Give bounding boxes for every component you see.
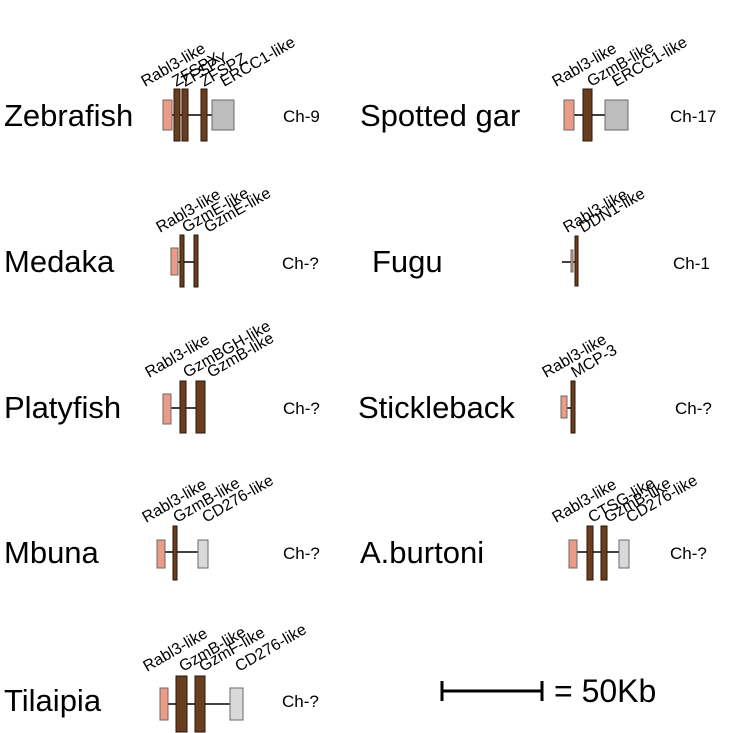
- chromosome-label: Ch-?: [282, 692, 319, 711]
- gene-box-gzm: [195, 380, 206, 434]
- gene-box-rabl3: [170, 247, 179, 276]
- species-name: Zebrafish: [4, 98, 133, 133]
- gene-box-grey_light: [197, 539, 209, 569]
- species-name: Medaka: [4, 244, 115, 279]
- chromosome-label: Ch-1: [673, 254, 710, 273]
- gene-box-gzm: [179, 380, 187, 434]
- gene-box-gzm: [175, 675, 188, 733]
- gene-box-rabl3: [563, 99, 575, 131]
- gene-box-gzm: [574, 235, 579, 287]
- gene-box-rabl3: [568, 539, 578, 569]
- gene-box-gzm: [600, 525, 608, 581]
- gene-box-gzm: [181, 88, 189, 142]
- gene-box-rabl3: [156, 539, 166, 569]
- species-name: Mbuna: [4, 535, 100, 570]
- chromosome-label: Ch-?: [283, 399, 320, 418]
- species-name: A.burtoni: [360, 535, 484, 570]
- gene-box-grey_dark: [604, 99, 629, 131]
- chromosome-label: Ch-?: [670, 544, 707, 563]
- gene-box-gzm: [193, 234, 199, 288]
- gene-box-gzm: [179, 234, 185, 288]
- gene-box-gzm: [173, 88, 181, 142]
- gene-box-gzm: [570, 380, 576, 434]
- chromosome-label: Ch-?: [675, 399, 712, 418]
- gene-box-rabl3: [560, 395, 568, 419]
- chromosome-label: Ch-17: [670, 107, 716, 126]
- chromosome-label: Ch-?: [282, 254, 319, 273]
- chromosome-label: Ch-9: [283, 107, 320, 126]
- gene-box-grey_dark: [211, 99, 235, 131]
- gene-box-gzm: [586, 525, 594, 581]
- gene-box-rabl3: [570, 249, 574, 273]
- gene-box-rabl3: [159, 687, 169, 721]
- gene-box-gzm: [582, 88, 593, 142]
- gene-box-rabl3: [162, 393, 172, 425]
- species-name: Tilaipia: [4, 683, 102, 718]
- gene-box-gzm: [172, 525, 178, 581]
- chromosome-label: Ch-?: [283, 544, 320, 563]
- species-name: Fugu: [372, 244, 443, 279]
- gene-box-grey_light: [618, 539, 630, 569]
- species-name: Stickleback: [358, 390, 515, 425]
- gene-box-grey_light: [229, 687, 244, 721]
- species-name: Platyfish: [4, 390, 121, 425]
- species-name: Spotted gar: [360, 98, 520, 133]
- gene-box-gzm: [200, 88, 208, 142]
- scale-bar: = 50Kb: [440, 673, 656, 709]
- gene-box-rabl3: [162, 99, 173, 131]
- scale-bar-label: = 50Kb: [554, 673, 656, 709]
- gene-box-gzm: [194, 675, 206, 733]
